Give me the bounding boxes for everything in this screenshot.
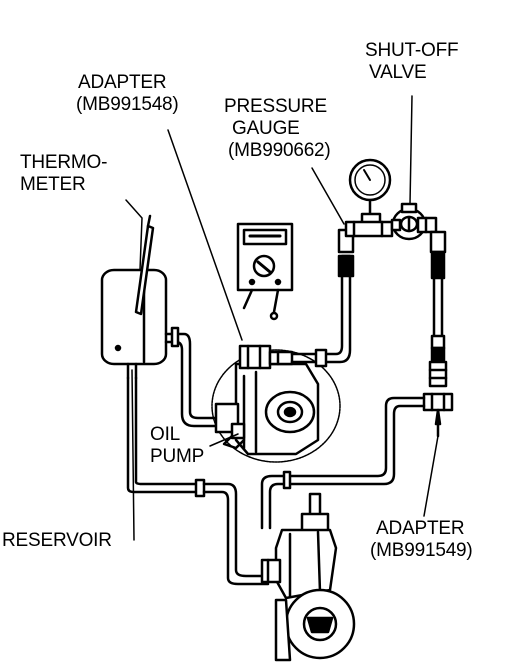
adapter-top-label: ADAPTER (MB991548) xyxy=(76,72,179,116)
adapter-bottom-label-line1: ADAPTER xyxy=(376,518,465,539)
reservoir-tank xyxy=(100,268,168,380)
steering-gearbox xyxy=(260,492,356,662)
adapter-mb991548 xyxy=(238,344,294,370)
pressure-gauge-label-line3: (MB990662) xyxy=(228,140,331,161)
oil-pump-label: OIL PUMP xyxy=(150,424,204,468)
reservoir-label-line1: RESERVOIR xyxy=(2,530,112,551)
adapter-top-label-line1: ADAPTER xyxy=(78,72,167,93)
oil-pump-label-line2: PUMP xyxy=(150,446,205,467)
adapter-bottom-label: ADAPTER (MB991549) xyxy=(370,518,473,562)
pressure-gauge-label-line1: PRESSURE xyxy=(224,96,327,117)
thermometer-label-line2: METER xyxy=(20,174,86,195)
pressure-hose xyxy=(290,228,355,368)
digital-display xyxy=(236,222,294,321)
adapter-top-label-line2: (MB991548) xyxy=(76,94,179,115)
oil-pump-label-line1: OIL xyxy=(150,424,181,445)
leader-lines xyxy=(125,95,439,541)
shutoff-valve-label-line2: VALVE xyxy=(369,62,427,83)
shutoff-valve-label: SHUT-OFF VALVE xyxy=(365,40,459,84)
thermometer xyxy=(134,214,155,316)
thermometer-label-line1: THERMO- xyxy=(20,152,108,173)
pressure-gauge-label-line2: GAUGE xyxy=(232,118,300,139)
suction-hose xyxy=(164,326,218,428)
valve-outlet-hose xyxy=(428,230,448,388)
adapter-bottom-label-line2: (MB991549) xyxy=(370,540,473,561)
pressure-gauge-label: PRESSURE GAUGE (MB990662) xyxy=(224,96,331,162)
return-hose xyxy=(260,396,426,530)
pressure-gauge-assembly xyxy=(344,158,394,238)
shutoff-valve-label-line1: SHUT-OFF xyxy=(365,40,459,61)
adapter-mb991549 xyxy=(422,392,454,438)
oil-pump xyxy=(211,349,341,463)
shutoff-valve xyxy=(390,202,438,241)
reservoir-label: RESERVOIR xyxy=(2,530,112,552)
thermometer-label: THERMO- METER xyxy=(20,152,107,196)
